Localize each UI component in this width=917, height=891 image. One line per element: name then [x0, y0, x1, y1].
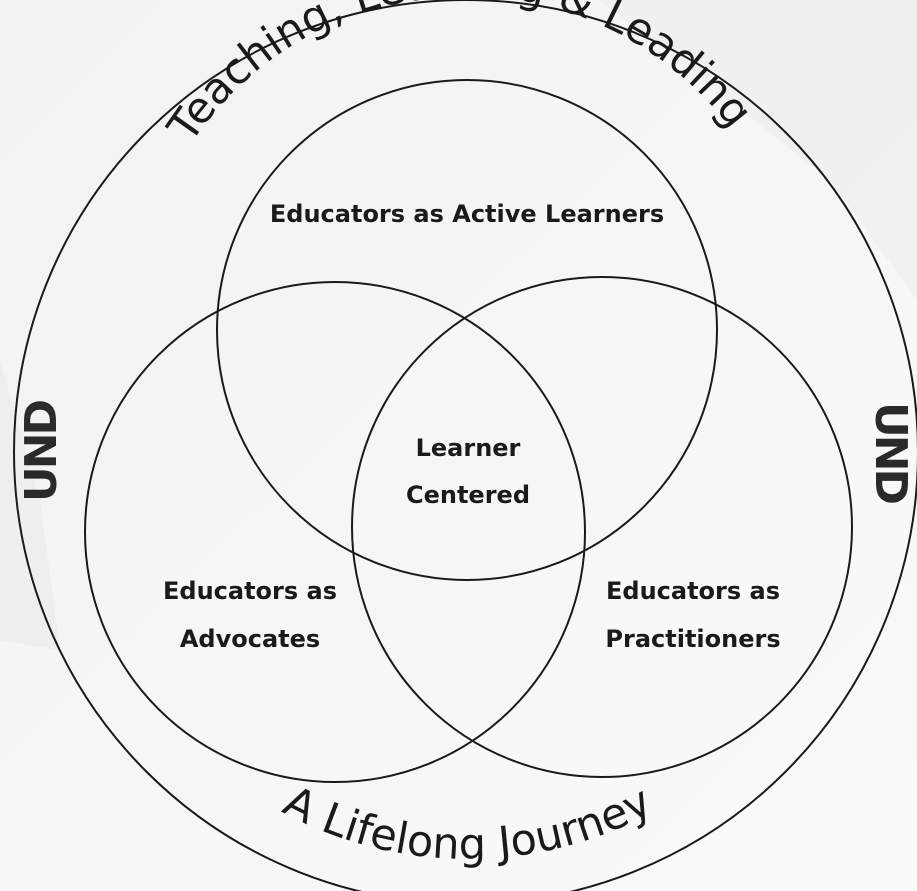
und-logo-left-text: UND: [16, 400, 67, 502]
label-center-line1: Learner: [416, 434, 521, 462]
circle-active-learners: [216, 79, 718, 581]
background-shadow-right: [600, 0, 917, 300]
label-practitioners-line2: Practitioners: [605, 625, 780, 653]
circle-practitioners: [351, 276, 853, 778]
und-logo-right: UND: [865, 402, 916, 504]
label-advocates-line2: Advocates: [180, 625, 320, 653]
circle-advocates: [84, 281, 586, 783]
und-logo-right-text: UND: [865, 402, 916, 504]
label-advocates-line1: Educators as: [163, 577, 337, 605]
outer-circle: [13, 0, 917, 891]
label-active-learners: Educators as Active Learners: [270, 200, 664, 228]
label-center-line2: Centered: [406, 481, 530, 509]
label-practitioners-line1: Educators as: [606, 577, 780, 605]
und-logo-left: UND: [16, 400, 67, 502]
